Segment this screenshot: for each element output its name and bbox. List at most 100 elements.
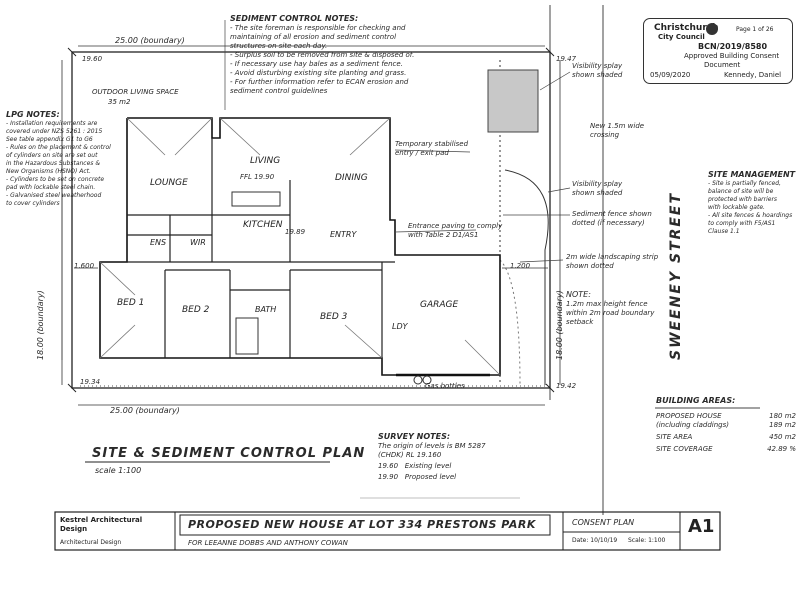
building-areas-heading: BUILDING AREAS: [656, 396, 736, 405]
area-label: PROPOSED HOUSE [656, 412, 722, 420]
company-name: Kestrel Architectural Design [60, 516, 143, 533]
existing-level-label: Existing level [404, 462, 452, 470]
sediment-note-line: structures on site each day. [230, 42, 328, 50]
consent-number: BCN/2019/8580 [698, 42, 768, 51]
site-management-line: protected with barriers [708, 196, 778, 203]
site-management-notes: SITE MANAGEMENT - Site is partially fenc… [708, 170, 798, 236]
room-lounge: LOUNGE [150, 178, 188, 188]
lpg-note-line: - Cylinders to be set on concrete [6, 176, 105, 183]
hardfill-note: Temporary stabilised entry / exit pad [395, 140, 469, 157]
lpg-note-line: - Installation requirements are [6, 120, 98, 127]
survey-origin: The origin of levels is BM 5287 [378, 442, 486, 450]
room-garage: GARAGE [420, 300, 459, 310]
sediment-notes-heading: SEDIMENT CONTROL NOTES: [230, 14, 359, 23]
sheet-number: A1 [688, 516, 715, 537]
area-label: SITE COVERAGE [656, 445, 713, 453]
lpg-note-line: in the Hazardous Substances & [6, 160, 101, 167]
survey-notes-heading: SURVEY NOTES: [378, 432, 451, 441]
sediment-note-line: sediment control guidelines [230, 87, 328, 95]
council-name: Christchurch [654, 23, 719, 33]
room-living: LIVING [250, 156, 281, 166]
gas-bottles-label: Gas bottles [425, 382, 465, 390]
sediment-control-notes: SEDIMENT CONTROL NOTES: - The site forem… [230, 14, 470, 96]
existing-level-value: 19.60 [378, 462, 399, 470]
survey-notes: SURVEY NOTES: The origin of levels is BM… [378, 432, 578, 482]
plan-title: SITE & SEDIMENT CONTROL PLAN [92, 446, 366, 461]
crossing-note: New 1.5m wide crossing [590, 122, 645, 139]
corner-level-top-left: 19.60 [82, 55, 103, 63]
lpg-notes-heading: LPG NOTES: [6, 110, 60, 119]
sheet-title: CONSENT PLAN [572, 518, 635, 527]
left-setback-dimension: 1.600 [74, 262, 95, 270]
room-kitchen: KITCHEN [243, 220, 283, 230]
lpg-note-line: - Galvanised steel weatherhood [6, 192, 102, 199]
room-dining: DINING [335, 173, 368, 183]
site-management-line: - Site is partially fenced, [708, 180, 781, 187]
sediment-note-line: maintaining of all erosion and sediment … [230, 33, 397, 41]
consent-status: Approved Building Consent [684, 52, 780, 60]
area-row: SITE COVERAGE 42.89 % [656, 445, 796, 454]
proposed-level-value: 19.90 [378, 473, 399, 481]
room-entry: ENTRY [330, 230, 357, 239]
fence-note-line: setback [566, 318, 594, 326]
lpg-note-line: to cover cylinders [6, 200, 60, 207]
sediment-note-line: - Avoid disturbing existing site plantin… [230, 69, 407, 77]
corner-level-bottom-right: 19.42 [556, 382, 577, 390]
lpg-note-line: - Rules on the placement & control [6, 144, 111, 151]
right-setback-dimension: 1.200 [510, 262, 531, 270]
room-bath: BATH [255, 305, 277, 314]
area-label: (including claddings) [656, 421, 730, 429]
area-value: 42.89 % [767, 445, 796, 453]
area-value: 180 m2 [769, 412, 796, 420]
sediment-fence-note: Sediment fence shown dotted (if necessar… [572, 210, 652, 227]
sediment-note-line: - Surplus soil to be removed from site &… [230, 51, 415, 59]
lpg-note-line: New Organisms (HSNO) Act. [6, 168, 91, 175]
lpg-note-line: See table appendix G1 to G6 [6, 136, 93, 143]
room-wir: WIR [190, 238, 206, 247]
fence-note-heading: NOTE: [566, 290, 591, 299]
fence-note-line: 1.2m max height fence [566, 300, 648, 308]
area-row: PROPOSED HOUSE 180 m2 [656, 412, 796, 421]
fence-note-line: within 2m road boundary [566, 309, 655, 317]
proposed-level-label: Proposed level [404, 473, 457, 481]
sediment-note-line: - If necessary use hay bales as a sedime… [230, 60, 403, 68]
lpg-note-line: of cylinders on site are set out [6, 152, 98, 159]
site-management-line: balance of site will be [708, 188, 774, 195]
site-management-line: with lockable gate. [708, 204, 765, 211]
outdoor-living-label: OUTDOOR LIVING SPACE [92, 88, 179, 96]
room-bed-2: BED 2 [182, 305, 210, 315]
area-row: SITE AREA 450 m2 [656, 433, 796, 442]
visibility-splay-note-mid: Visibility splay shown shaded [572, 180, 623, 197]
sediment-note-line: - The site foreman is responsible for ch… [230, 24, 406, 32]
area-value: 450 m2 [769, 433, 796, 441]
floor-level: FFL 19.90 [240, 173, 275, 181]
council-logo-icon [706, 23, 718, 35]
corner-level-bottom-left: 19.34 [80, 378, 101, 386]
client-name: FOR LEEANNE DOBBS AND ANTHONY COWAN [188, 539, 348, 547]
sheet-scale: Scale: 1:100 [628, 537, 666, 544]
stamp-page-number: Page 1 of 26 [736, 26, 774, 33]
lpg-note-line: pad with lockable steel chain. [6, 184, 96, 191]
site-management-line: - All site fences & hoardings [708, 212, 793, 219]
room-bed-3: BED 3 [320, 312, 348, 322]
approver-name: Kennedy, Daniel [724, 71, 782, 79]
company-tagline: Architectural Design [60, 539, 122, 546]
visibility-splay-note-top: Visibility splay shown shaded [572, 62, 623, 79]
area-label: SITE AREA [656, 433, 693, 441]
corner-level-top-right: 19.47 [556, 55, 577, 63]
area-row: (including claddings) 189 m2 [656, 421, 796, 430]
lpg-notes: LPG NOTES: - Installation requirements a… [6, 110, 111, 208]
paving-note: Entrance paving to comply with Table 2 D… [408, 222, 503, 239]
site-management-line: to comply with F5/AS1 [708, 220, 776, 227]
lpg-note-line: covered under NZS 5261 : 2015 [6, 128, 103, 135]
building-areas: BUILDING AREAS: PROPOSED HOUSE 180 m2 (i… [656, 396, 796, 454]
fence-note: NOTE: 1.2m max height fence within 2m ro… [566, 290, 654, 327]
right-boundary-dimension: 18.00 (boundary) [555, 290, 564, 360]
plan-scale: scale 1:100 [95, 466, 142, 475]
survey-benchmark: (CHDK) RL 19.160 [378, 451, 442, 459]
room-bed-1: BED 1 [117, 298, 145, 308]
left-boundary-dimension: 18.00 (boundary) [36, 290, 45, 360]
kitchen-floor-level: 19.89 [285, 228, 306, 236]
landscaping-strip-note: 2m wide landscaping strip shown dotted [566, 253, 659, 270]
